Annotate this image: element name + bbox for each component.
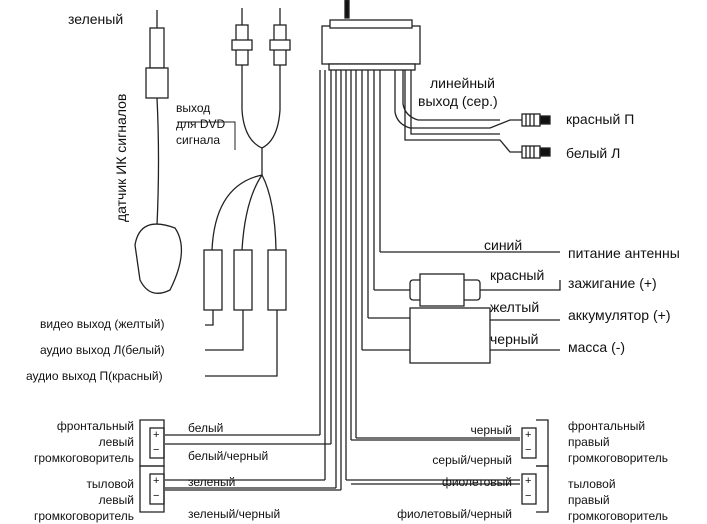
ir-color-label: зеленый — [68, 11, 124, 27]
speaker-rear-right — [521, 465, 549, 513]
antenna-power-label: питание антенны — [568, 245, 680, 261]
rca-video — [203, 249, 223, 326]
wire-bundle — [319, 70, 381, 490]
speaker-front-left — [139, 419, 165, 467]
rl-plus: + — [153, 475, 160, 487]
ir-sensor — [134, 223, 183, 294]
fr-name-1: фронтальный — [568, 419, 646, 433]
dvd-jack-2 — [269, 8, 291, 66]
dvd-label-1: выход — [176, 101, 211, 115]
ir-sensor-label: датчик ИК сигналов — [113, 93, 129, 222]
rl-pos-wire: зеленый — [188, 475, 236, 489]
rr-minus: − — [525, 490, 532, 502]
ground-label: масса (-) — [568, 339, 626, 355]
video-out-label: видео выход (желтый) — [40, 317, 165, 331]
rr-name-2: правый — [568, 493, 610, 507]
dvd-label-2: для DVD — [176, 117, 226, 131]
dvd-jack-1 — [231, 8, 253, 66]
fl-pos-wire: белый — [188, 421, 224, 435]
audio-l-out-label: аудио выход Л(белый) — [40, 343, 165, 357]
line-out-label-2: выход (сер.) — [418, 93, 498, 109]
battery-label: аккумулятор (+) — [568, 307, 671, 323]
fl-minus: − — [153, 444, 160, 456]
rr-plus: + — [525, 475, 532, 487]
rr-name-3: громкоговоритель — [568, 509, 669, 523]
wire-red-label: красный — [490, 267, 545, 283]
wire-yellow-label: желтый — [490, 299, 540, 315]
fr-minus: − — [525, 444, 532, 456]
ignition-label: зажигание (+) — [568, 275, 657, 291]
line-out-label-1: линейный — [430, 75, 495, 91]
rca-audio-l — [205, 249, 253, 351]
speaker-front-right — [521, 419, 549, 467]
fr-pos-wire: черный — [470, 423, 512, 437]
rr-neg-wire: фиолетовый/черный — [397, 507, 512, 521]
rca-audio-r — [205, 249, 287, 377]
dvd-label-3: сигнала — [176, 133, 221, 147]
fl-name-2: левый — [98, 435, 134, 449]
rl-minus: − — [153, 490, 160, 502]
fl-name-3: громкоговоритель — [33, 451, 134, 465]
ir-jack — [145, 10, 169, 99]
fr-name-2: правый — [568, 435, 610, 449]
rl-name-1: тыловой — [86, 477, 134, 491]
rr-name-1: тыловой — [568, 477, 616, 491]
fr-neg-wire: серый/черный — [432, 453, 512, 467]
speaker-rear-left — [139, 465, 165, 513]
top-pin — [344, 0, 350, 19]
rl-name-2: левый — [98, 493, 134, 507]
fr-plus: + — [525, 429, 532, 441]
rca-white-plug — [521, 145, 551, 159]
fl-plus: + — [153, 429, 160, 441]
line-out-red-label: красный П — [566, 111, 635, 127]
rca-red-plug — [521, 113, 551, 127]
battery-box — [409, 307, 491, 364]
fr-name-3: громкоговоритель — [568, 451, 669, 465]
rr-pos-wire: фиолетовый — [441, 475, 512, 489]
rl-name-3: громкоговоритель — [33, 509, 134, 523]
line-out-white-label: белый Л — [566, 145, 621, 161]
wire-black-label: черный — [490, 331, 539, 347]
audio-r-out-label: аудио выход П(красный) — [26, 369, 163, 383]
fl-neg-wire: белый/черный — [188, 449, 269, 463]
rl-neg-wire: зеленый/черный — [188, 507, 281, 521]
wire-blue-label: синий — [484, 237, 523, 253]
line-out-wires — [394, 70, 522, 153]
main-connector — [321, 25, 421, 65]
fl-name-1: фронтальный — [56, 419, 134, 433]
